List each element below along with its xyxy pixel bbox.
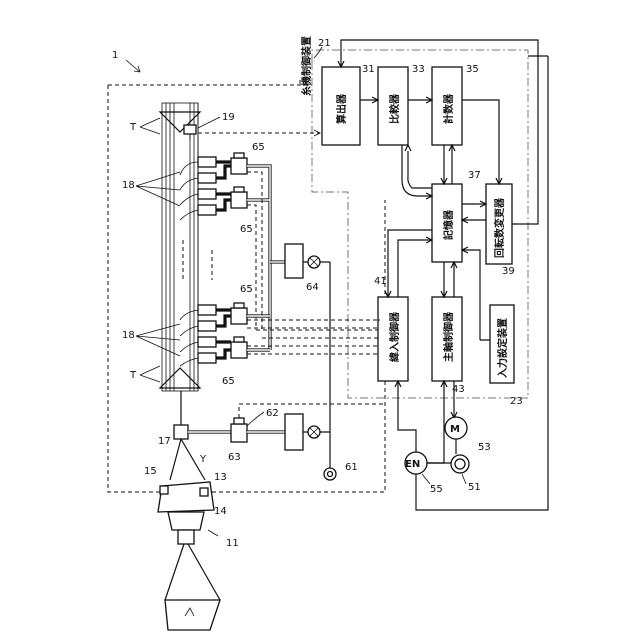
block-input-device: 入力設定装置 23 bbox=[490, 305, 523, 407]
compare-ref: 33 bbox=[412, 64, 425, 75]
rpm-changer-ref: 39 bbox=[502, 266, 515, 277]
solenoid-valves-lower: 65 65 bbox=[216, 284, 380, 387]
nozzle-ref-lower: 18 bbox=[122, 330, 135, 341]
system-ref: 1 bbox=[112, 50, 118, 61]
air-source-ref: 61 bbox=[345, 462, 358, 473]
solenoid-ref-3: 65 bbox=[240, 284, 253, 295]
input-device-label: 入力設定装置 bbox=[496, 318, 509, 378]
main-nozzle-ref: 17 bbox=[158, 436, 171, 447]
rpm-changer-label: 回転数変更器 bbox=[493, 197, 506, 258]
calc-ref: 31 bbox=[362, 64, 375, 75]
sub-nozzles-lower: 18 bbox=[122, 305, 216, 366]
regulator-ref: 64 bbox=[306, 282, 319, 293]
sensor-19: 19 bbox=[184, 112, 320, 136]
counter-label: 計数器 bbox=[442, 93, 455, 124]
sensor-ref: 19 bbox=[222, 112, 235, 123]
encoder-ref: 55 bbox=[430, 484, 443, 495]
motor-ref: 53 bbox=[478, 442, 491, 453]
nozzle-ref-upper: 18 bbox=[122, 180, 135, 191]
input-device-ref: 23 bbox=[510, 396, 523, 407]
block-rpm-changer: 回転数変更器 39 bbox=[486, 184, 515, 277]
insert-ctrl-ref: 41 bbox=[374, 276, 387, 287]
solenoid-ref-1: 65 bbox=[252, 142, 265, 153]
encoder-label: EN bbox=[405, 459, 420, 470]
block-counter: 計数器 35 bbox=[432, 64, 479, 145]
compare-label: 比較器 bbox=[388, 93, 401, 124]
yarn-ref: Y bbox=[199, 454, 207, 465]
shaft-ref: 51 bbox=[468, 482, 481, 493]
controller-title: 糸機制御装置 bbox=[300, 36, 313, 96]
feeder-ref-14: 14 bbox=[214, 506, 227, 517]
motor-label: M bbox=[450, 424, 460, 435]
block-main-ctrl: 主軸制御器 43 bbox=[432, 297, 465, 395]
feeder-ref-15: 15 bbox=[144, 466, 157, 477]
calc-label: 算出器 bbox=[335, 93, 348, 125]
reed-structure: T T bbox=[129, 103, 212, 391]
counter-ref: 35 bbox=[466, 64, 479, 75]
solenoid-ref-2: 65 bbox=[240, 224, 253, 235]
insert-ctrl-label: 緯入制御器 bbox=[388, 311, 401, 362]
reed-T-top: T bbox=[129, 122, 137, 133]
valve2-ref: 63 bbox=[228, 452, 241, 463]
valve-signal-lines bbox=[322, 133, 380, 320]
drum-ref: 11 bbox=[226, 538, 239, 549]
regulator-upper: 64 bbox=[270, 244, 330, 293]
block-calc: 算出器 31 bbox=[322, 64, 375, 145]
memory-ref: 37 bbox=[468, 170, 481, 181]
memory-label: 記憶器 bbox=[442, 209, 455, 240]
sub-nozzles-upper: 18 bbox=[122, 157, 216, 220]
reed-T-bottom: T bbox=[129, 370, 137, 381]
controller-ref: 21 bbox=[318, 38, 331, 49]
feeder-ref-13: 13 bbox=[214, 472, 227, 483]
block-compare: 比較器 33 bbox=[378, 64, 425, 145]
main-ctrl-label: 主軸制御器 bbox=[442, 311, 455, 362]
solenoid-ref-4: 65 bbox=[222, 376, 235, 387]
drive-unit: M 53 51 EN 55 bbox=[405, 417, 491, 495]
valve-ref: 62 bbox=[266, 408, 279, 419]
yarn-feeder: 15 13 14 11 bbox=[144, 439, 239, 630]
block-memory: 記憶器 37 bbox=[432, 170, 481, 262]
